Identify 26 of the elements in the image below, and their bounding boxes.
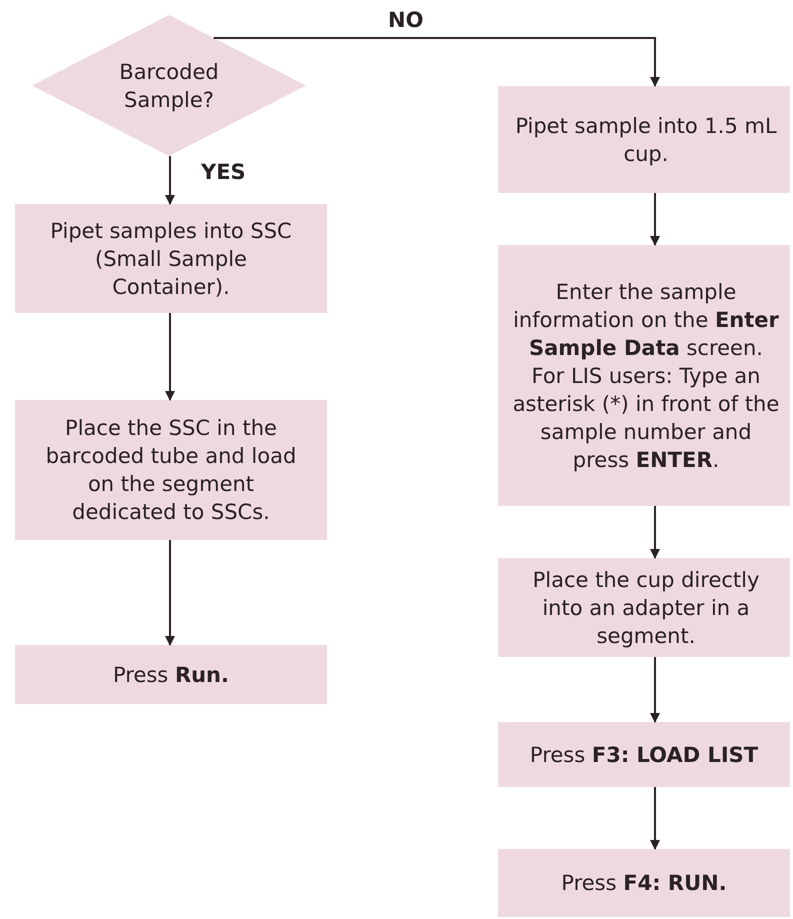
- step-text: Place the cup directly into an adapter in a segment.: [532, 566, 760, 650]
- process-box: [498, 245, 790, 506]
- process-box: [498, 86, 790, 193]
- arrow: [650, 787, 660, 850]
- process-box: [498, 558, 790, 657]
- step-text: Pipet samples into SSC (Small Sample Container).: [49, 218, 293, 300]
- process-box: [498, 849, 790, 917]
- arrow: [165, 540, 175, 646]
- arrow: [650, 506, 660, 559]
- step-text: Press F3: LOAD LIST: [530, 742, 758, 768]
- step-text: Place the SSC in the barcoded tube and load on the segment dedicated to SSCs.: [44, 415, 298, 526]
- arrow: [165, 313, 175, 401]
- process-box: [15, 204, 327, 313]
- step-text: Press Run.: [112, 662, 229, 688]
- arrow: [650, 657, 660, 723]
- step-text: Enter the sample information on the Enter Sample Data screen. For LIS users: Type an asterisk (*) in front of the sample number and press ENTER.: [512, 278, 780, 474]
- step-text: Barcoded Sample?: [118, 58, 220, 114]
- process-box: [15, 645, 327, 704]
- arrow: [650, 193, 660, 246]
- decision-diamond: [32, 15, 306, 156]
- process-box: [15, 400, 327, 540]
- process-box: [498, 722, 790, 787]
- arrow: [165, 156, 175, 205]
- arrow: [214, 37, 660, 87]
- step-text: Press F4: RUN.: [561, 870, 727, 897]
- step-text: Pipet sample into 1.5 mL cup.: [514, 112, 778, 168]
